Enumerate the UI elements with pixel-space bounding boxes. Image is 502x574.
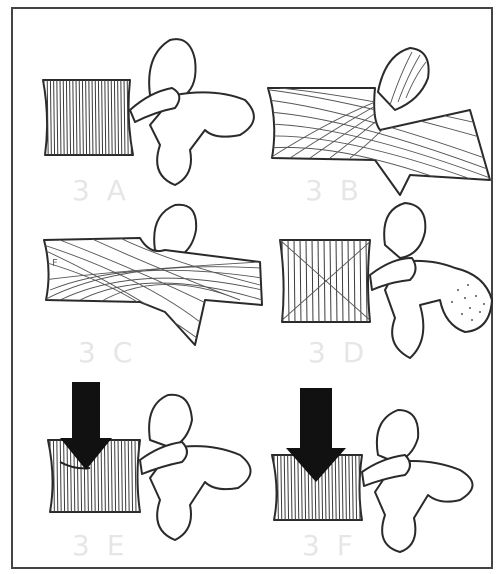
trabecula-line xyxy=(362,453,363,522)
panel-3e xyxy=(48,382,251,540)
panel-3d xyxy=(280,203,492,358)
panel-3a-spinous-process xyxy=(149,39,195,95)
panel-3b-vertebra-outline xyxy=(268,88,490,195)
panel-3d-spinous-process xyxy=(384,203,425,258)
panel-3a xyxy=(43,39,254,185)
panel-3c-spinous-process xyxy=(154,205,196,258)
panel-3e-spinous-process xyxy=(149,395,192,448)
panel-label-3a: 3 A xyxy=(72,174,130,207)
panel-label-3b: 3 B xyxy=(305,174,363,207)
panel-label-3f: 3 F xyxy=(302,529,357,562)
panel-3c-mark: F xyxy=(52,258,58,269)
panel-3b xyxy=(268,48,490,195)
panel-label-3c: 3 C xyxy=(78,336,136,369)
panel-3b-spinous-process xyxy=(378,48,429,110)
trabecula-line xyxy=(142,438,143,514)
panel-label-3e: 3 E xyxy=(72,529,128,562)
panel-3f-spinous-process xyxy=(377,410,418,462)
panel-3c: F xyxy=(44,205,262,345)
panel-label-3d: 3 D xyxy=(308,336,368,369)
panel-3f xyxy=(272,388,473,552)
